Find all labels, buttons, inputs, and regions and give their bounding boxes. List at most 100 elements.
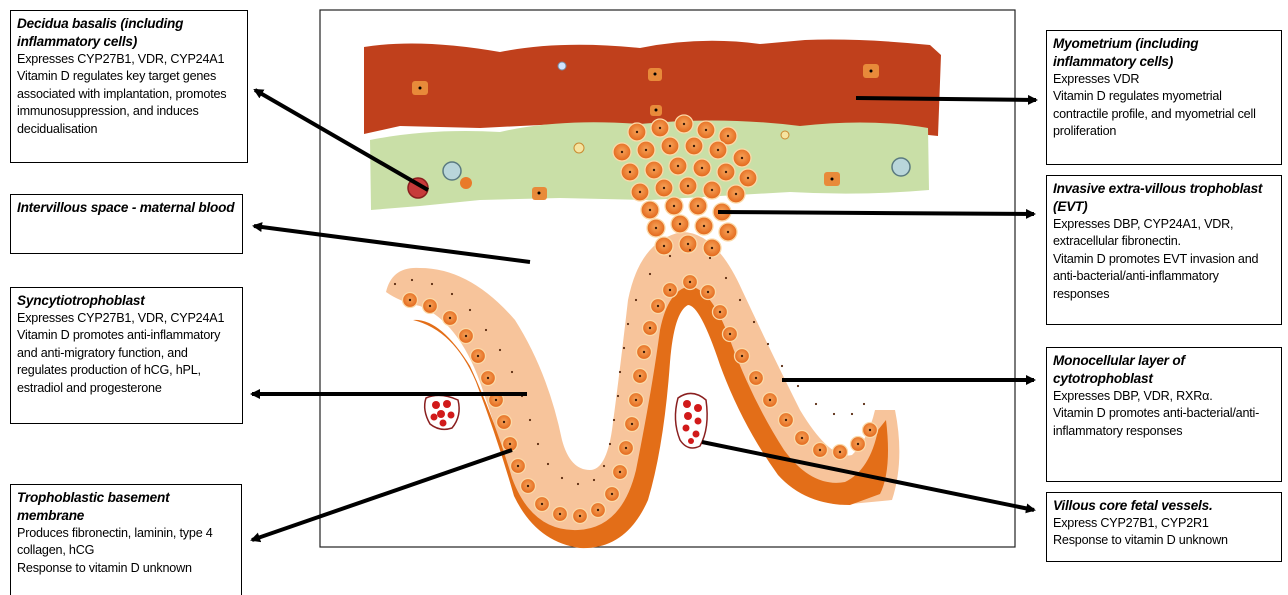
label-line: Expresses CYP27B1, VDR, CYP24A1	[17, 310, 236, 327]
cell-nucleus	[717, 149, 719, 151]
label-title-intervillous: Intervillous space - maternal blood	[17, 199, 236, 217]
cell-nucleus	[689, 281, 691, 283]
syncytium-nucleus	[635, 299, 637, 301]
cell-nucleus	[629, 171, 631, 173]
cell-nucleus	[705, 129, 707, 131]
label-title-myometrium: Myometrium (including inflammatory cells…	[1053, 35, 1275, 71]
cell-nucleus	[663, 245, 665, 247]
cell-nucleus	[687, 243, 689, 245]
label-line: Produces fibronectin, laminin, type 4 co…	[17, 525, 235, 560]
cell-nucleus	[697, 205, 699, 207]
label-title-fetal: Villous core fetal vessels.	[1053, 497, 1275, 515]
syncytium-nucleus	[649, 273, 651, 275]
cell-nucleus	[729, 333, 731, 335]
cell-nucleus	[663, 187, 665, 189]
cell-nucleus	[747, 177, 749, 179]
label-line: Vitamin D promotes anti-bacterial/anti-i…	[1053, 405, 1275, 440]
syncytium-nucleus	[511, 371, 513, 373]
syncytium-nucleus	[431, 283, 433, 285]
label-box-intervillous: Intervillous space - maternal blood	[10, 194, 243, 254]
cell-nucleus	[659, 127, 661, 129]
syncytium-nucleus	[617, 395, 619, 397]
syncytium-nucleus	[709, 257, 711, 259]
cell-nucleus	[719, 311, 721, 313]
syncytium-nucleus	[815, 403, 817, 405]
label-box-fetal: Villous core fetal vessels. Express CYP2…	[1046, 492, 1282, 562]
fetal-vessel-right	[675, 393, 707, 448]
cell-nucleus	[839, 451, 841, 453]
cell-nucleus	[517, 465, 519, 467]
cell-nucleus	[487, 377, 489, 379]
cell-nucleus	[409, 299, 411, 301]
cell-nucleus	[735, 193, 737, 195]
syncytium-nucleus	[627, 323, 629, 325]
label-line: Expresses DBP, CYP24A1, VDR, extracellul…	[1053, 216, 1275, 251]
syncytium-nucleus	[623, 347, 625, 349]
cell-nucleus	[649, 327, 651, 329]
cell-nucleus	[727, 135, 729, 137]
cell-nucleus	[639, 375, 641, 377]
label-line: Vitamin D promotes EVT invasion and anti…	[1053, 251, 1275, 303]
cell-nucleus	[625, 447, 627, 449]
cell-nucleus	[741, 157, 743, 159]
cell-nucleus	[597, 509, 599, 511]
cell-nucleus	[559, 513, 561, 515]
syncytium-nucleus	[863, 403, 865, 405]
cell-nucleus	[707, 291, 709, 293]
cell-nucleus	[619, 471, 621, 473]
label-line: Vitamin D regulates key target genes ass…	[17, 68, 241, 138]
syncytium-nucleus	[593, 479, 595, 481]
cell-nucleus	[703, 225, 705, 227]
cell-nucleus	[725, 171, 727, 173]
cell-nucleus	[693, 145, 695, 147]
syncytium-nucleus	[537, 443, 539, 445]
cell-nucleus	[669, 145, 671, 147]
cell-nucleus	[657, 305, 659, 307]
syncytium-nucleus	[613, 419, 615, 421]
cell-nucleus	[465, 335, 467, 337]
syncytium-nucleus	[619, 371, 621, 373]
cell-nucleus	[769, 399, 771, 401]
label-title-cyto: Monocellular layer of cytotrophoblast	[1053, 352, 1275, 388]
cell-nucleus	[687, 185, 689, 187]
label-line: Response to vitamin D unknown	[17, 560, 235, 577]
cell-nucleus	[711, 247, 713, 249]
label-box-cyto: Monocellular layer of cytotrophoblast Ex…	[1046, 347, 1282, 482]
syncytium-nucleus	[609, 443, 611, 445]
label-line: Response to vitamin D unknown	[1053, 532, 1275, 549]
syncytium-nucleus	[561, 477, 563, 479]
label-title-decidua: Decidua basalis (including inflammatory …	[17, 15, 241, 51]
label-box-myometrium: Myometrium (including inflammatory cells…	[1046, 30, 1282, 165]
cell-nucleus	[669, 289, 671, 291]
label-box-basement: Trophoblastic basement membrane Produces…	[10, 484, 242, 595]
syncytium-nucleus	[547, 463, 549, 465]
syncytium-nucleus	[529, 419, 531, 421]
cell-nucleus	[645, 149, 647, 151]
cell-nucleus	[801, 437, 803, 439]
cell-nucleus	[711, 189, 713, 191]
cell-nucleus	[683, 123, 685, 125]
arrow-myometrium	[856, 98, 1036, 100]
cell-nucleus	[509, 443, 511, 445]
cell-nucleus	[677, 165, 679, 167]
cell-nucleus	[639, 191, 641, 193]
syncytium-nucleus	[797, 385, 799, 387]
syncytium-nucleus	[603, 465, 605, 467]
syncytium-nucleus	[669, 255, 671, 257]
syncytium-nucleus	[411, 279, 413, 281]
label-line: Vitamin D promotes anti-inflammatory and…	[17, 327, 236, 397]
cell-nucleus	[495, 399, 497, 401]
cell-nucleus	[655, 227, 657, 229]
label-box-evt: Invasive extra-villous trophoblast (EVT)…	[1046, 175, 1282, 325]
cell-nucleus	[477, 355, 479, 357]
cell-nucleus	[449, 317, 451, 319]
label-title-basement: Trophoblastic basement membrane	[17, 489, 235, 525]
cell-nucleus	[857, 443, 859, 445]
syncytium-nucleus	[725, 277, 727, 279]
label-line: Expresses DBP, VDR, RXRα.	[1053, 388, 1275, 405]
cell-nucleus	[579, 515, 581, 517]
fetal-vessel-left	[425, 395, 459, 429]
syncytium-nucleus	[485, 329, 487, 331]
label-line: Expresses CYP27B1, VDR, CYP24A1	[17, 51, 241, 68]
cell-nucleus	[741, 355, 743, 357]
